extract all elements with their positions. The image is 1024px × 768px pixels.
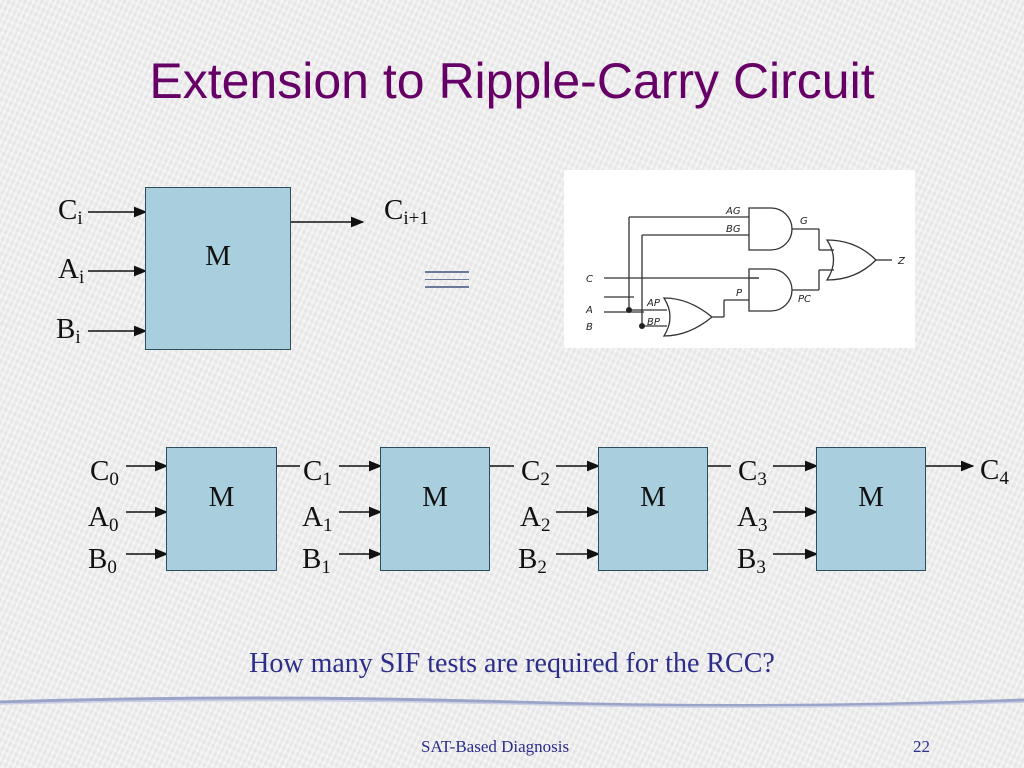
- page-number: 22: [913, 737, 930, 756]
- gate-label-c: C: [586, 274, 593, 285]
- gate-label-g: G: [800, 216, 808, 227]
- label-c0: C0: [90, 455, 119, 490]
- gate-label-b: B: [586, 322, 593, 333]
- gate-label-bg: BG: [726, 224, 741, 235]
- decorative-divider: [0, 696, 1024, 708]
- equivalence-symbol: [425, 271, 469, 294]
- label-a1: A1: [302, 501, 333, 536]
- label-ci-plus-1: Ci+1: [384, 194, 429, 229]
- slide-question: How many SIF tests are required for the …: [249, 648, 775, 679]
- label-c3: C3: [738, 455, 767, 490]
- gate-label-ag: AG: [725, 206, 741, 217]
- gate-label-p: P: [736, 288, 743, 299]
- label-b2: B2: [518, 543, 547, 578]
- gate-label-bp: BP: [647, 317, 661, 328]
- label-bi: Bi: [56, 313, 81, 348]
- gate-label-pc: PC: [798, 294, 811, 305]
- label-a0: A0: [88, 501, 119, 536]
- label-ci: Ci: [58, 194, 83, 229]
- module-m-3: M: [816, 447, 926, 571]
- gate-label-a: A: [585, 305, 593, 316]
- label-b3: B3: [737, 543, 766, 578]
- gate-schematic: AG BG G Z C P PC A AP B BP: [585, 206, 906, 337]
- gate-circuit-image: AG BG G Z C P PC A AP B BP: [564, 170, 915, 348]
- module-m-2: M: [598, 447, 708, 571]
- label-a2: A2: [520, 501, 551, 536]
- module-m-1: M: [380, 447, 490, 571]
- module-m-0: M: [166, 447, 277, 571]
- label-c2: C2: [521, 455, 550, 490]
- label-a3: A3: [737, 501, 768, 536]
- label-ai: Ai: [58, 253, 85, 288]
- gate-label-ap: AP: [646, 298, 661, 309]
- label-b1: B1: [302, 543, 331, 578]
- label-c1: C1: [303, 455, 332, 490]
- slide-title: Extension to Ripple-Carry Circuit: [149, 53, 875, 109]
- label-b0: B0: [88, 543, 117, 578]
- label-c4: C4: [980, 454, 1009, 489]
- module-m-single: M: [145, 187, 291, 350]
- gate-label-z: Z: [897, 256, 906, 267]
- footer-title: SAT-Based Diagnosis: [421, 737, 570, 756]
